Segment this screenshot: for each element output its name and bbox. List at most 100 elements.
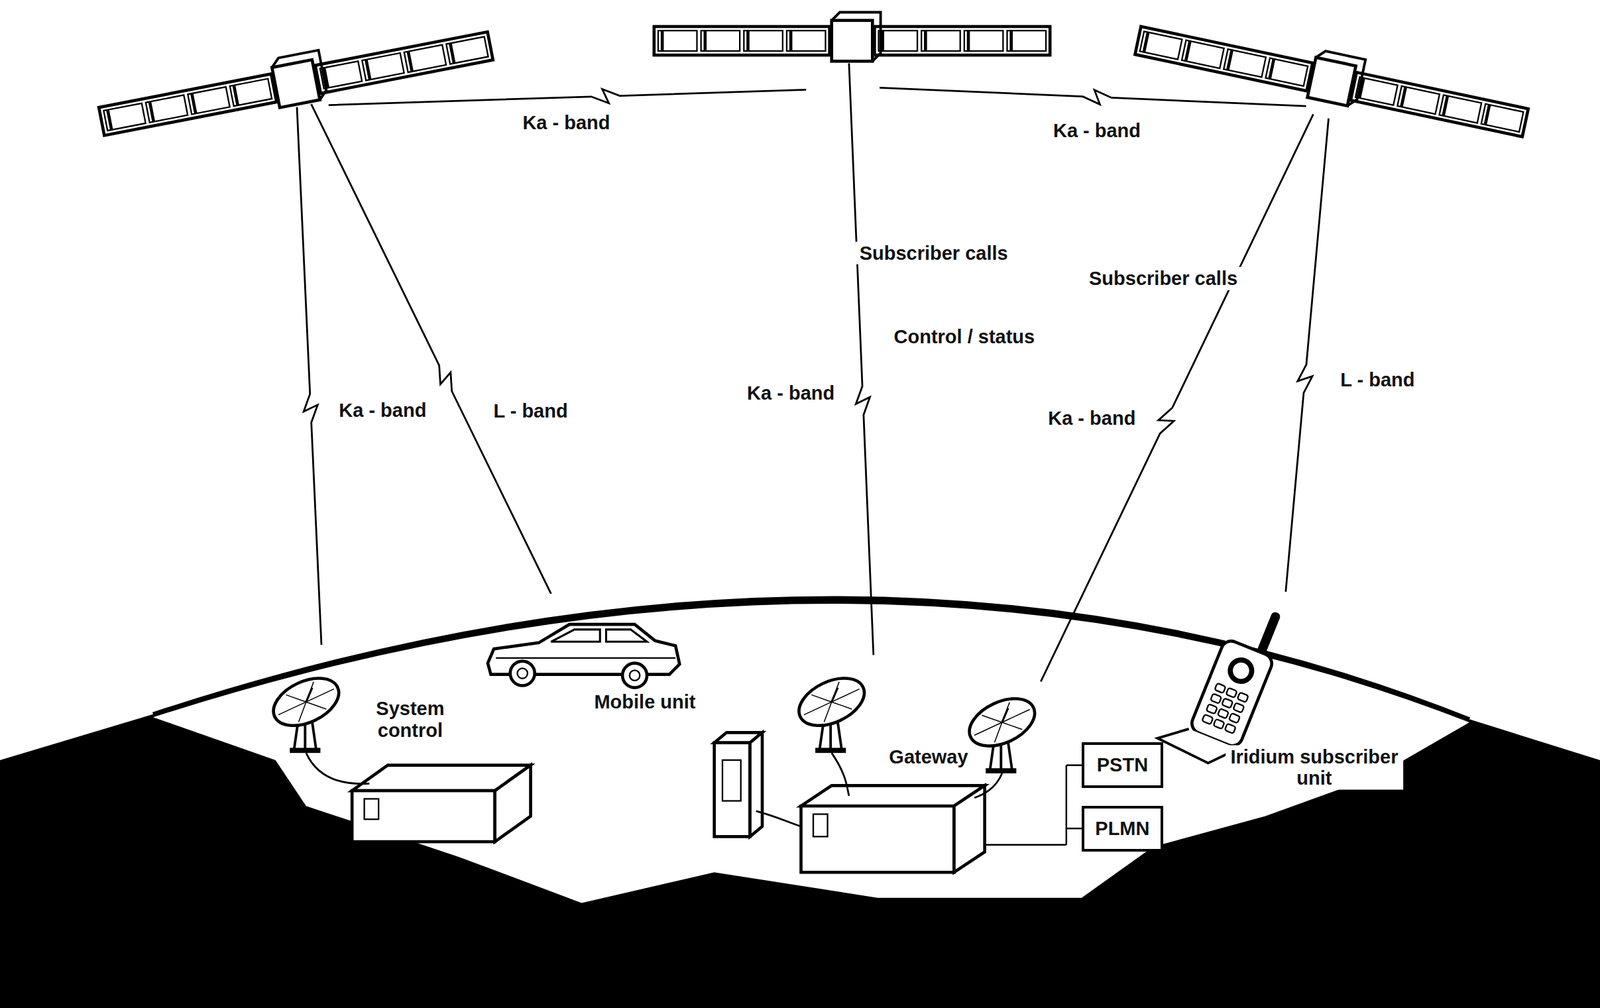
handset-logo xyxy=(1223,653,1258,688)
satellite xyxy=(654,11,1050,61)
panel-cell xyxy=(1439,94,1483,123)
solar-panel xyxy=(1350,72,1529,137)
dish xyxy=(791,668,872,736)
solar-panel xyxy=(315,31,494,94)
handset-key xyxy=(1221,697,1233,708)
dish-feed xyxy=(1002,707,1009,723)
panel-cell-edge xyxy=(1269,58,1274,79)
radio-link xyxy=(879,87,1307,107)
link-label: Iridium subscriber unit xyxy=(1225,744,1404,790)
panel-cell-edge xyxy=(1227,49,1232,70)
panel-cell-edge xyxy=(923,30,928,52)
dish-rib xyxy=(974,722,1003,736)
dish-feed xyxy=(306,687,313,703)
handset-key xyxy=(1232,702,1245,713)
panel-cell xyxy=(964,30,1004,52)
satellite xyxy=(1134,12,1532,143)
dish-base xyxy=(985,768,1017,774)
cable xyxy=(974,773,1003,799)
dish-rib xyxy=(1002,702,1010,723)
network-box: PLMN xyxy=(1081,805,1164,852)
dish-rib xyxy=(285,694,307,702)
cabinet xyxy=(714,742,751,838)
panel-cell-edge xyxy=(107,110,112,130)
panel-cell xyxy=(1397,86,1440,115)
panel-cell xyxy=(187,86,230,115)
dish-rib xyxy=(1002,722,1023,730)
handset xyxy=(1155,588,1291,772)
link-label: Ka - band xyxy=(1051,119,1143,142)
satellite xyxy=(96,17,494,142)
wire xyxy=(984,843,1067,846)
solar-panel xyxy=(654,26,830,56)
panel-cell xyxy=(404,45,447,73)
dish-rib xyxy=(306,701,327,710)
cable xyxy=(831,752,850,797)
handset-logo-inner xyxy=(1230,660,1252,682)
panel-cell xyxy=(1007,30,1047,52)
car-hub xyxy=(629,670,640,681)
control-unit xyxy=(351,790,496,842)
gateway-unit xyxy=(801,805,955,873)
handset-key xyxy=(1201,714,1213,725)
panel-cell-edge xyxy=(191,93,196,114)
panel-cell xyxy=(103,103,146,131)
link-label: Subscriber calls xyxy=(1085,267,1243,290)
earth-surface xyxy=(153,603,1470,903)
panel-cell xyxy=(1223,49,1266,77)
panel-cell xyxy=(658,30,698,52)
panel-cell-edge xyxy=(233,85,238,106)
panel-cell-edge xyxy=(450,43,455,63)
dish xyxy=(961,689,1042,756)
dish-rib xyxy=(831,682,840,702)
link-label: L - band xyxy=(491,399,570,423)
link-label: Ka - band xyxy=(336,399,429,422)
link-label: Gateway xyxy=(886,745,970,769)
link-label: Ka - band xyxy=(520,111,612,134)
dish-base xyxy=(289,747,321,753)
panel-cell xyxy=(446,36,488,64)
dish-rib xyxy=(306,682,314,702)
satellite-body xyxy=(271,59,320,108)
link-label: Mobile unit xyxy=(591,690,698,714)
panel-cell xyxy=(701,30,741,52)
dish-rib xyxy=(981,715,1003,723)
link-label: Ka - band xyxy=(744,381,837,404)
panel-cell-edge xyxy=(703,30,708,52)
handset-key xyxy=(1224,723,1237,734)
panel-cell xyxy=(878,30,918,52)
cabinet-door xyxy=(722,760,742,802)
panel-cell xyxy=(229,78,272,107)
panel-cell-edge xyxy=(1185,41,1190,61)
link-label: Ka - band xyxy=(1045,406,1138,430)
satellite-body-edge xyxy=(270,50,329,109)
panel-cell-edge xyxy=(660,30,665,52)
radio-link xyxy=(1285,118,1329,592)
panel-cell-edge xyxy=(789,30,793,52)
car-hub xyxy=(517,668,528,679)
link-label: Control / status xyxy=(892,325,1038,348)
panel-cell-edge xyxy=(1009,30,1013,52)
handset-key xyxy=(1210,693,1222,704)
network-box: PSTN xyxy=(1081,742,1164,789)
panel-cell xyxy=(1140,31,1183,59)
panel-cell-edge xyxy=(149,101,154,122)
box-text: PSTN xyxy=(1096,754,1148,776)
panel-cell xyxy=(1481,104,1524,132)
panel-cell-edge xyxy=(1143,32,1148,53)
link-label: System control xyxy=(342,697,479,742)
car-window xyxy=(550,629,647,642)
satellite-body-edge xyxy=(1307,49,1367,109)
cable xyxy=(306,752,370,785)
gateway-unit-door xyxy=(813,814,828,838)
radio-link xyxy=(1040,114,1314,682)
radio-link xyxy=(849,62,874,655)
cabinet-side xyxy=(750,732,763,837)
cable xyxy=(756,811,802,827)
solar-panel xyxy=(874,26,1050,56)
panel-cell xyxy=(786,30,826,52)
dish-rib xyxy=(811,694,832,702)
wire xyxy=(1066,827,1082,830)
